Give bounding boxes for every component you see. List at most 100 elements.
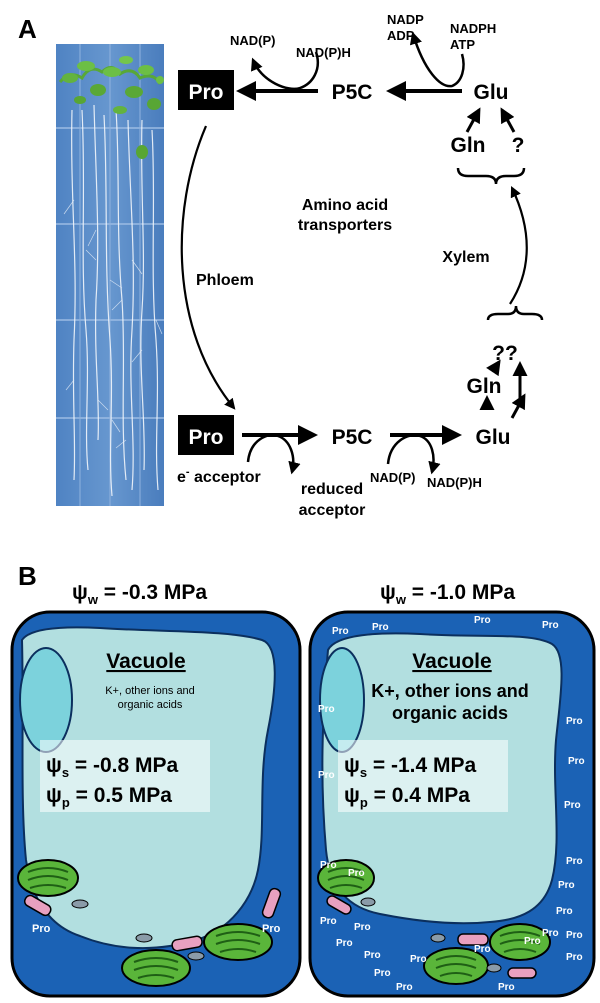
pro-label: Pro <box>474 615 491 626</box>
brace-mid <box>486 305 544 321</box>
pro-box-top <box>178 70 234 110</box>
vesicle-left-2 <box>135 933 153 943</box>
arrow-to-q1 <box>486 359 501 377</box>
vesicle-right-2 <box>430 933 446 943</box>
chloroplast-left-3 <box>203 923 273 961</box>
p5c-top: P5C <box>332 81 373 104</box>
pro-label: Pro <box>566 952 583 963</box>
phloem-arrow <box>180 125 236 410</box>
psi-w-left: ψw = -0.3 MPa <box>72 581 207 607</box>
pro-label: Pro <box>498 982 515 993</box>
chloroplast-right-2 <box>423 947 489 985</box>
ions-left-1: K+, other ions and <box>105 685 195 697</box>
gln-bot: Gln <box>467 375 502 398</box>
nadp-bot: NAD(P) <box>370 470 416 485</box>
mitochondrion-right-1 <box>326 895 352 915</box>
psi-s-left: ψs = -0.8 MPa <box>46 754 179 780</box>
pro-label: Pro <box>262 923 281 935</box>
reduced-label: reduced <box>301 481 363 498</box>
mitochondrion-left-2 <box>171 935 203 952</box>
chloroplast-left-1 <box>17 859 79 897</box>
pro-label: Pro <box>320 860 337 871</box>
mitochondrion-right-3 <box>507 967 537 979</box>
cofactor-arc-bottom-right <box>386 433 441 475</box>
pro-label: Pro <box>396 982 413 993</box>
nadph-bot: NAD(P)H <box>427 475 482 490</box>
adp: ADP <box>387 28 415 43</box>
cell-left: ψw = -0.3 MPa Vacuole K+, other ions and… <box>10 581 302 998</box>
arrow-q-to-glu-top <box>500 107 516 133</box>
pro-label: Pro <box>568 756 585 767</box>
pro-label: Pro <box>542 928 559 939</box>
pro-label: Pro <box>542 620 559 631</box>
vesicle-right-3 <box>486 963 502 973</box>
cofactor-arc-top-left <box>251 51 319 91</box>
pro-label: Pro <box>32 923 51 935</box>
seedling-photo <box>56 44 164 506</box>
psi-p-left: ψp = 0.5 MPa <box>46 784 172 810</box>
chloroplast-right-1 <box>317 859 375 897</box>
p5c-bot: P5C <box>332 426 373 449</box>
chloroplast-right-3 <box>489 923 551 961</box>
pro-label: Pro <box>332 626 349 637</box>
glu-bot: Glu <box>476 426 511 449</box>
pro-label: Pro <box>564 800 581 811</box>
cofactor-arc-top-right <box>409 31 465 88</box>
q-top: ? <box>512 134 525 157</box>
potential-box-left <box>40 740 210 812</box>
nadp-top: NAD(P) <box>230 33 276 48</box>
cofactor-arc-bottom-left <box>246 433 301 475</box>
psi-s-right: ψs = -1.4 MPa <box>344 754 477 780</box>
pro-label: Pro <box>566 930 583 941</box>
vacuole-label-right: Vacuole <box>412 650 491 673</box>
nadp-2: NADP <box>387 12 424 27</box>
arrow-glu-to-q <box>510 393 526 419</box>
pro-label: Pro <box>320 916 337 927</box>
phloem-label: Phloem <box>196 272 254 289</box>
pro-label: Pro <box>318 704 335 715</box>
psi-p-right: ψp = 0.4 MPa <box>344 784 470 810</box>
xylem-arrow <box>509 186 528 305</box>
pro-label: Pro <box>524 936 541 947</box>
nucleus-left <box>19 647 73 753</box>
chloroplast-left-2 <box>121 949 191 987</box>
mitochondrion-left-3 <box>261 887 282 919</box>
nadph-2: NADPH <box>450 21 496 36</box>
seedling-shoots <box>58 56 164 159</box>
pro-label: Pro <box>372 622 389 633</box>
vesicle-left-3 <box>187 951 205 961</box>
gln-top: Gln <box>451 134 486 157</box>
pro-label: Pro <box>364 950 381 961</box>
pro-label: Pro <box>558 880 575 891</box>
nucleus-right <box>319 647 365 753</box>
pro-label: Pro <box>556 906 573 917</box>
pro-label: Pro <box>566 716 583 727</box>
mitochondrion-left-1 <box>23 894 52 917</box>
pro-bot: Pro <box>188 426 223 449</box>
ions-left-2: organic acids <box>118 699 183 711</box>
acceptor-label: acceptor <box>299 502 366 519</box>
q-mid: ?? <box>492 342 518 365</box>
potential-box-right <box>338 740 508 812</box>
pro-label: Pro <box>374 968 391 979</box>
panel-a-label: A <box>18 14 37 44</box>
atp: ATP <box>450 37 475 52</box>
pro-box-bottom <box>178 415 234 455</box>
pro-label: Pro <box>336 938 353 949</box>
amino-acid-label: Amino acid <box>302 197 388 214</box>
pro-label: Pro <box>348 868 365 879</box>
vesicle-left-1 <box>71 899 89 909</box>
ions-right-2: organic acids <box>392 703 508 723</box>
pro-label: Pro <box>566 856 583 867</box>
arrow-gln-to-glu-top <box>465 107 481 133</box>
panel-b-label: B <box>18 561 37 591</box>
glu-top: Glu <box>474 81 509 104</box>
nadph-top: NAD(P)H <box>296 45 351 60</box>
e-acceptor: e- acceptor <box>177 466 261 486</box>
pro-label: Pro <box>354 922 371 933</box>
brace-top <box>456 167 526 185</box>
psi-w-right: ψw = -1.0 MPa <box>380 581 515 607</box>
ions-right-1: K+, other ions and <box>371 681 529 701</box>
cell-right: ψw = -1.0 MPa Vacuole K+, other ions and… <box>308 581 596 998</box>
